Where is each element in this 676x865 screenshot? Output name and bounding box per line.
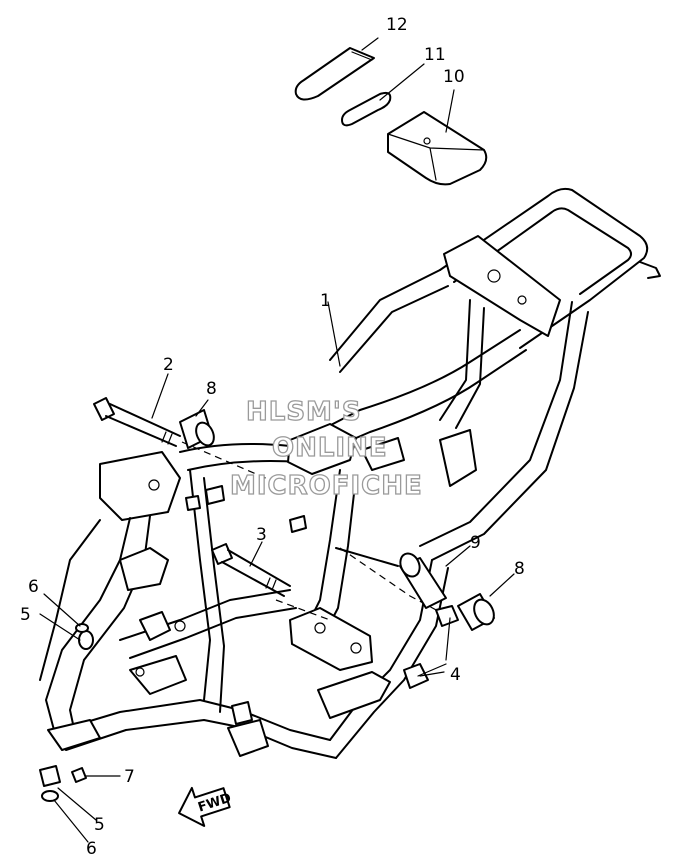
forward-arrow: FWD: [178, 786, 233, 827]
callout-labels: 12 11 10 1 2 8 3 9 8 4 6 5 7 5 6: [20, 15, 525, 859]
part-8-collar-upper: [179, 409, 215, 449]
callout-11: 11: [424, 45, 446, 65]
callout-10: 10: [443, 67, 465, 87]
callout-12: 12: [386, 15, 408, 35]
callout-6-lower: 6: [86, 839, 97, 859]
watermark: HLSM'S ONLINE MICROFICHE: [229, 396, 423, 501]
part-8-collar-lower: [457, 593, 495, 631]
assembly-lines: [181, 441, 441, 621]
callout-5-lower: 5: [94, 815, 105, 835]
callout-8-upper: 8: [206, 379, 217, 399]
watermark-line-3: MICROFICHE: [230, 471, 423, 501]
callout-7: 7: [124, 767, 135, 787]
part-5-6-7-lower: [39, 765, 87, 802]
part-11-strip: [341, 91, 392, 127]
watermark-line-2: ONLINE: [272, 433, 388, 463]
part-10-bag: [387, 111, 488, 186]
callout-5-upper: 5: [20, 605, 31, 625]
callout-9: 9: [470, 533, 481, 553]
callout-3: 3: [256, 525, 267, 545]
part-5-6-upper: [75, 623, 94, 650]
part-1-frame: [39, 187, 661, 759]
callout-4: 4: [450, 665, 461, 685]
callout-8-lower: 8: [514, 559, 525, 579]
callout-1: 1: [320, 291, 331, 311]
watermark-line-1: HLSM'S: [246, 397, 362, 427]
part-9-spacer: [335, 547, 447, 609]
part-4-nuts: [403, 605, 459, 689]
part-2-bolt: [93, 397, 181, 447]
part-3-bolt: [211, 543, 291, 597]
callout-leaders: [39, 37, 515, 843]
part-12-strap: [294, 47, 375, 101]
callout-6-upper: 6: [28, 577, 39, 597]
callout-2: 2: [163, 355, 174, 375]
